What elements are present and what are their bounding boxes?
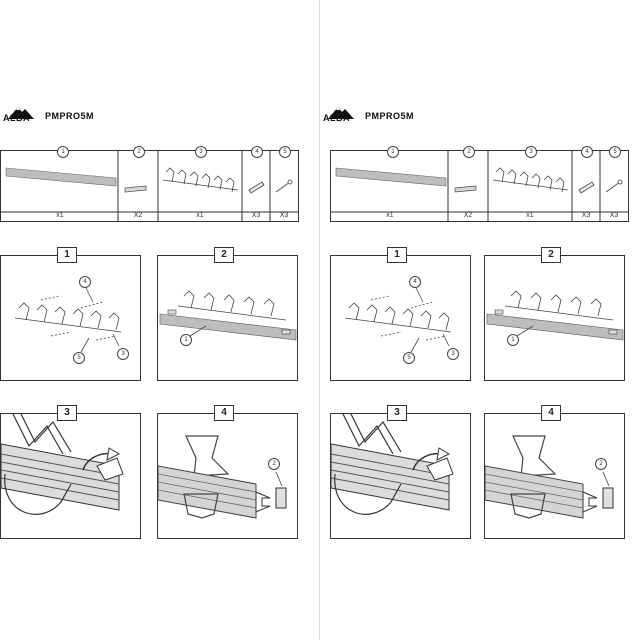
step-3-number: 3 — [57, 405, 77, 421]
brand-logo-text: ALBA — [3, 113, 30, 123]
step-4-drawing — [485, 435, 614, 519]
part-1-callout: 1 — [57, 146, 69, 158]
model-number: PMPRO5M — [45, 111, 95, 121]
part-2-qty: X2 — [133, 212, 143, 219]
step-4-number: 4 — [541, 405, 561, 421]
step-1-callout-rail: 3 — [117, 348, 129, 360]
part-3-callout: 3 — [195, 146, 207, 158]
step-3-panel: 3 — [330, 405, 471, 539]
step-2-callout-rail: 1 — [507, 334, 519, 346]
part-5-callout: 5 — [279, 146, 291, 158]
page-header: ALBA PMPRO5M — [0, 96, 319, 132]
step-2-callout-rail: 1 — [180, 334, 192, 346]
step-4-panel: 4 2 — [484, 405, 625, 539]
model-number: PMPRO5M — [365, 111, 415, 121]
part-5-callout: 5 — [609, 146, 621, 158]
step-2-drawing — [486, 290, 624, 341]
part-5-qty: X3 — [609, 212, 619, 219]
part-3-qty: x1 — [196, 212, 204, 219]
parts-table-drawing — [0, 150, 299, 222]
step-2-number: 2 — [541, 247, 561, 263]
step-3-drawing — [1, 414, 124, 515]
step-1-panel: 1 4 5 3 — [0, 247, 141, 381]
instruction-page-right: ALBA PMPRO5M — [320, 0, 639, 640]
step-1-callout-screw: 5 — [73, 352, 85, 364]
step-4-panel: 4 2 — [157, 405, 298, 539]
part-3-qty: x1 — [526, 212, 534, 219]
instruction-page-left: ALBA PMPRO5M — [0, 0, 319, 640]
part-2-qty: X2 — [463, 212, 473, 219]
part-1-qty: x1 — [56, 212, 64, 219]
part-4-callout: 4 — [581, 146, 593, 158]
part-1-qty: x1 — [386, 212, 394, 219]
step-2-panel: 2 1 — [157, 247, 298, 381]
page-header: ALBA PMPRO5M — [320, 96, 639, 132]
part-4-qty: X3 — [581, 212, 591, 219]
step-2-panel: 2 1 — [484, 247, 625, 381]
part-4-callout: 4 — [251, 146, 263, 158]
part-3-callout: 3 — [525, 146, 537, 158]
alba-logo-icon — [328, 107, 354, 119]
step-1-callout-rail: 3 — [447, 348, 459, 360]
page-divider — [319, 0, 320, 640]
step-1-panel: 1 4 5 3 — [330, 247, 471, 381]
step-4-number: 4 — [214, 405, 234, 421]
parts-table-drawing — [330, 150, 629, 222]
step-3-drawing — [331, 414, 454, 515]
step-4-callout-endcap: 2 — [595, 458, 607, 470]
step-1-drawing — [344, 285, 452, 353]
step-2-number: 2 — [214, 247, 234, 263]
part-2-callout: 2 — [133, 146, 145, 158]
step-1-callout-hook: 4 — [409, 276, 421, 288]
parts-table: 1 2 3 4 5 x1 X2 x1 X3 X3 — [330, 146, 629, 222]
part-5-qty: X3 — [279, 212, 289, 219]
step-2-drawing — [159, 290, 297, 341]
step-1-number: 1 — [387, 247, 407, 263]
step-3-number: 3 — [387, 405, 407, 421]
step-3-panel: 3 — [0, 405, 141, 539]
step-1-number: 1 — [57, 247, 77, 263]
part-1-callout: 1 — [387, 146, 399, 158]
step-4-drawing — [158, 435, 287, 519]
step-1-drawing — [14, 285, 122, 353]
brand-logo-text: ALBA — [323, 113, 350, 123]
step-1-callout-screw: 5 — [403, 352, 415, 364]
step-4-callout-endcap: 2 — [268, 458, 280, 470]
step-1-callout-hook: 4 — [79, 276, 91, 288]
alba-logo-icon — [8, 107, 34, 119]
part-2-callout: 2 — [463, 146, 475, 158]
parts-table: 1 2 3 4 5 x1 X2 x1 X3 X3 — [0, 146, 299, 222]
part-4-qty: X3 — [251, 212, 261, 219]
